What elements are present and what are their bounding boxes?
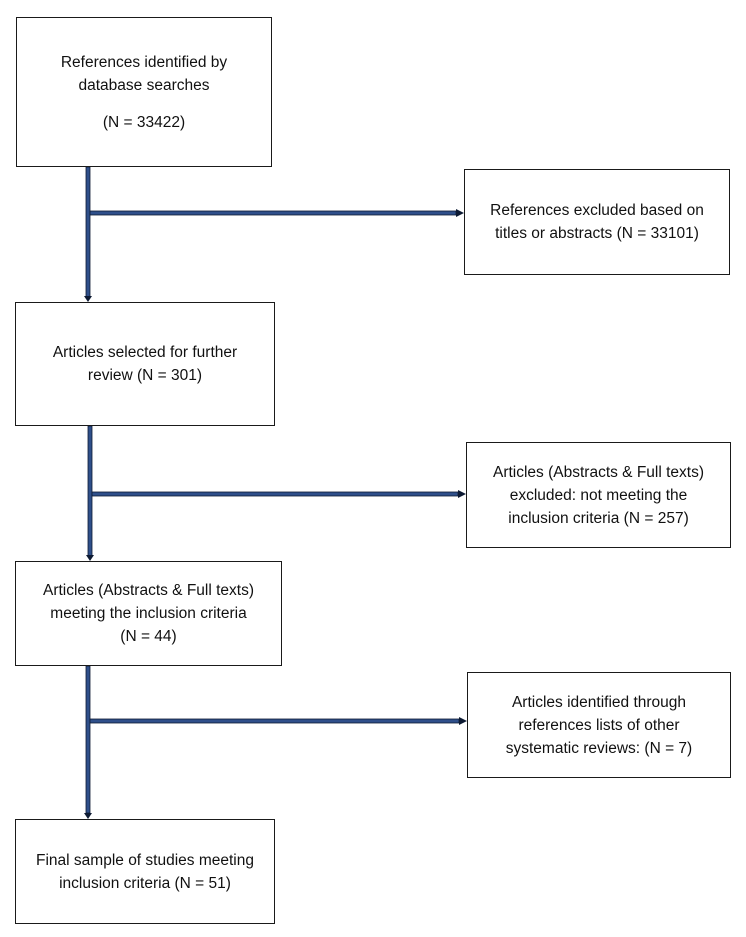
references-excluded-box: References excluded based on titles or a… — [464, 169, 730, 275]
box-text-line: Articles (Abstracts & Full texts) — [492, 463, 704, 481]
references-identified-box: References identified by database search… — [16, 17, 272, 167]
branch-connector-1 — [89, 210, 457, 216]
arrow-down-1 — [84, 296, 92, 302]
box-text-line: Articles selected for further — [52, 344, 238, 361]
box-text-line: Final sample of studies meeting — [36, 851, 254, 869]
final-sample-box: Final sample of studies meeting inclusio… — [15, 819, 275, 924]
box-text-line: references lists of other — [518, 716, 680, 734]
articles-meeting-criteria-box: Articles (Abstracts & Full texts) meetin… — [15, 561, 282, 666]
box-text-line: Articles (Abstracts & Full texts) — [42, 582, 254, 599]
box-text-line: inclusion criteria (N = 257) — [508, 509, 689, 527]
articles-other-reviews-box: Articles identified through references l… — [467, 672, 731, 778]
branch-connector-3 — [89, 718, 460, 724]
trunk-connector-3 — [85, 665, 91, 814]
trunk-connector-2 — [87, 425, 93, 557]
box-text-line: review (N = 301) — [87, 367, 203, 384]
box-text-line: excluded: not meeting the — [509, 486, 688, 504]
box-text-line: References excluded based on — [490, 202, 704, 219]
arrow-down-3 — [84, 813, 92, 819]
arrow-right-3 — [459, 717, 467, 725]
box-count: (N = 33422) — [102, 113, 186, 131]
articles-selected-box: Articles selected for further review (N … — [15, 302, 275, 426]
arrow-down-2 — [86, 555, 94, 561]
box-text-line: Articles identified through — [511, 693, 687, 711]
box-text-line: References identified by — [60, 53, 228, 71]
box-text-line: titles or abstracts (N = 33101) — [495, 225, 699, 242]
branch-connector-2 — [91, 491, 459, 497]
box-text-line: systematic reviews: (N = 7) — [505, 739, 693, 757]
arrow-right-1 — [456, 209, 464, 217]
box-text-line: meeting the inclusion criteria — [50, 605, 247, 622]
box-text-line: inclusion criteria (N = 51) — [59, 874, 231, 892]
trunk-connector-1 — [85, 166, 91, 299]
box-count: (N = 44) — [120, 628, 177, 645]
arrow-right-2 — [458, 490, 466, 498]
box-text-line: database searches — [78, 76, 210, 94]
articles-excluded-box: Articles (Abstracts & Full texts) exclud… — [466, 442, 731, 548]
